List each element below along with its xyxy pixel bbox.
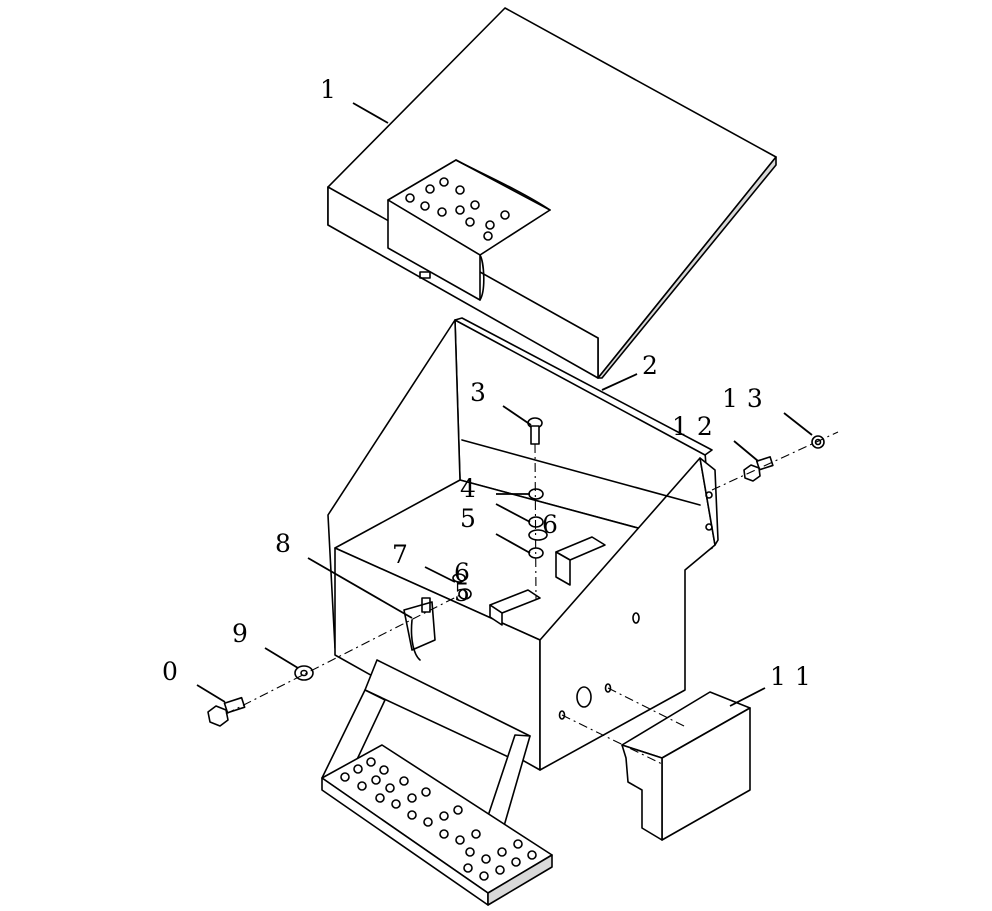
callout-5a: 5	[460, 504, 485, 533]
lid-slot	[419, 271, 431, 279]
leader-2	[601, 373, 638, 391]
lid-latch-hook	[479, 254, 485, 301]
leader-7	[424, 566, 456, 583]
callout-5b: 5	[454, 578, 479, 607]
lid-hinge-rod	[455, 159, 551, 211]
end-cover	[621, 691, 751, 841]
leader-12	[733, 440, 759, 462]
floor-bracket-rear-side	[555, 551, 571, 586]
callout-12: 12	[672, 412, 722, 441]
leader-5b	[495, 533, 531, 554]
floor-washer	[528, 529, 548, 541]
right-panel-big-hole	[576, 686, 592, 708]
right-panel-small-hole-b	[558, 710, 566, 720]
callout-6b: 6	[454, 558, 479, 587]
callout-4: 4	[460, 474, 485, 503]
lid-side-edge	[597, 156, 777, 379]
right-panel-small-hole-a	[604, 683, 612, 693]
callouts: 1 2 3 4 5 6 6 5 7 8 9 0 11 12 13	[162, 75, 820, 691]
bolt-0	[207, 696, 246, 727]
box-top-rim	[454, 317, 713, 456]
axis-bolt-3	[534, 443, 537, 601]
callout-2: 2	[642, 351, 667, 380]
leader-11	[729, 687, 766, 707]
nut-5-latch	[458, 588, 472, 600]
box-right-flange	[699, 457, 719, 546]
leader-0	[196, 684, 226, 703]
callout-7: 7	[392, 540, 417, 569]
latch	[403, 597, 436, 661]
callout-8: 8	[275, 529, 300, 558]
leader-5a	[495, 503, 531, 523]
callout-6a: 6	[542, 510, 567, 539]
callout-0: 0	[162, 657, 187, 686]
latch-handle	[410, 619, 421, 661]
step-tread-studs	[340, 757, 537, 881]
callout-9: 9	[232, 619, 257, 648]
flange-hole-upper	[705, 491, 713, 499]
assembly-lines	[225, 431, 839, 766]
callout-11: 11	[770, 662, 820, 691]
lid-tread-studs	[405, 177, 510, 241]
lid	[327, 7, 777, 379]
axis-cover-b	[607, 687, 687, 728]
latch-catch	[421, 597, 431, 613]
bolt-12	[743, 456, 774, 482]
box-body	[327, 317, 719, 771]
leader-1	[352, 102, 389, 124]
step-tread-side	[487, 854, 553, 906]
flange-hole-lower	[705, 523, 713, 531]
axis-bolt-0	[225, 593, 463, 715]
callout-1: 1	[320, 75, 345, 104]
callout-3: 3	[470, 378, 495, 407]
washer-6-latch	[452, 573, 466, 583]
leader-8	[307, 557, 413, 619]
back-wall-rib	[461, 439, 701, 506]
axis-bolt-12	[711, 431, 839, 491]
step-assembly	[321, 659, 553, 906]
leader-lines	[196, 102, 813, 707]
leader-3	[502, 405, 532, 426]
washer-4	[528, 488, 544, 500]
callout-13: 13	[722, 384, 772, 413]
end-cover-front	[621, 744, 663, 841]
right-panel-hole	[632, 612, 640, 624]
nut-13	[811, 435, 825, 449]
floor-bracket-front-side	[489, 604, 503, 626]
leader-13	[783, 412, 813, 436]
leader-9	[264, 647, 299, 669]
